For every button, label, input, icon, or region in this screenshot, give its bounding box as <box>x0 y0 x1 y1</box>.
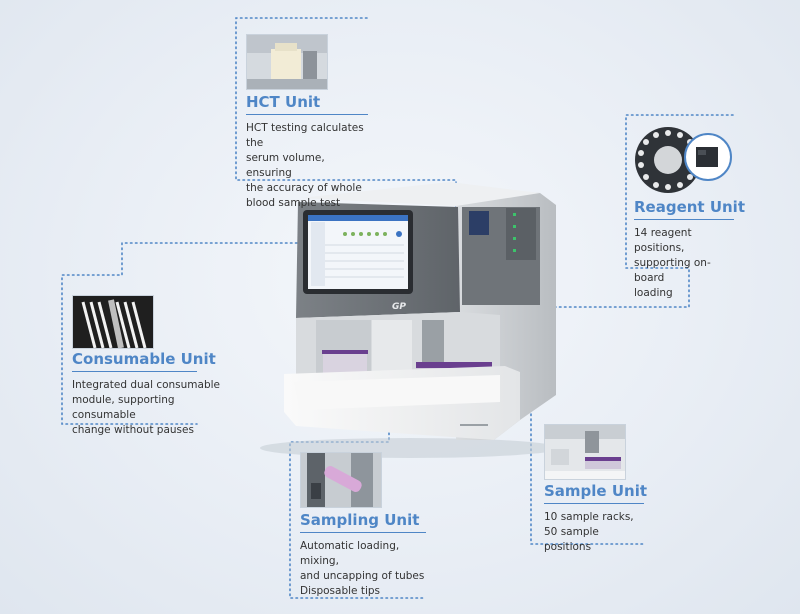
hct-unit-image <box>246 34 328 90</box>
sampling-unit-callout: Sampling Unit Automatic loading, mixing,… <box>300 511 426 599</box>
consumable-unit-callout: Consumable Unit Integrated dual consumab… <box>72 350 232 438</box>
sample-unit-description: 10 sample racks, 50 sample positions <box>544 511 634 553</box>
reagent-unit-underline <box>634 219 734 220</box>
reagent-unit-image <box>634 125 732 195</box>
reagent-connector <box>509 114 734 308</box>
sampling-unit-title: Sampling Unit <box>300 511 420 529</box>
hct-unit-description: HCT testing calculates the serum volume,… <box>246 122 364 209</box>
consumable-rack <box>322 350 368 354</box>
reagent-unit-title: Reagent Unit <box>634 198 745 216</box>
reagent-unit-callout: Reagent Unit 14 reagent positions, suppo… <box>634 198 745 301</box>
sampling-unit-image <box>300 452 382 508</box>
device-logo: GP <box>392 302 406 312</box>
consumable-connector <box>61 242 303 425</box>
consumable-unit-description: Integrated dual consumable module, suppo… <box>72 379 221 436</box>
sampling-head <box>422 320 444 362</box>
sample-unit-callout: Sample Unit 10 sample racks, 50 sample p… <box>544 482 648 555</box>
hct-unit-callout: HCT Unit HCT testing calculates the seru… <box>246 93 368 211</box>
consumable-unit-image <box>72 295 154 349</box>
sampling-unit-description: Automatic loading, mixing, and uncapping… <box>300 540 425 597</box>
consumable-unit-underline <box>72 371 197 372</box>
sample-unit-image <box>544 424 626 480</box>
hct-unit-underline <box>246 114 368 115</box>
device-top-lid <box>300 182 540 206</box>
reagent-unit-description: 14 reagent positions, supporting on-boar… <box>634 227 711 299</box>
sampling-unit-underline <box>300 532 426 533</box>
hct-unit-title: HCT Unit <box>246 93 321 111</box>
sample-unit-title: Sample Unit <box>544 482 648 500</box>
consumable-unit-title: Consumable Unit <box>72 350 216 368</box>
sample-unit-underline <box>544 503 644 504</box>
status-leds <box>513 213 516 252</box>
